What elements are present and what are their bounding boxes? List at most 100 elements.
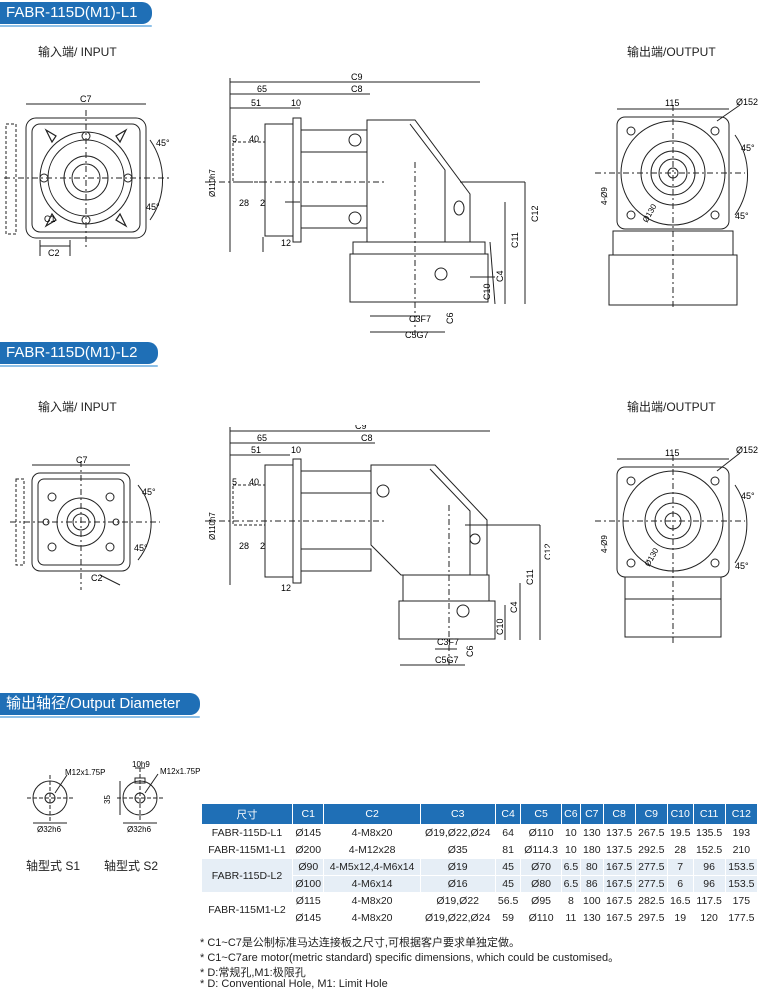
- table-cell: 6.5: [560, 875, 582, 893]
- dim-c7: C7: [80, 94, 92, 104]
- dim-12: 12: [281, 583, 291, 593]
- table-cell: 267.5: [634, 824, 668, 842]
- header-cell: C4: [494, 803, 522, 825]
- table-cell: Ø145: [291, 909, 325, 927]
- dim-c12: C12: [530, 205, 540, 222]
- table-cell: 153.5: [724, 858, 759, 876]
- table-cell: Ø19,Ø22: [419, 892, 496, 910]
- header-cell: C7: [580, 803, 604, 825]
- dim-10: 10: [291, 445, 301, 455]
- header-cell: 尺寸: [201, 803, 293, 825]
- table-cell: 292.5: [634, 841, 668, 859]
- dim-m12-s2: M12x1.75P: [160, 767, 200, 776]
- dim-c2: C2: [48, 248, 60, 258]
- dim-c11: C11: [510, 232, 520, 248]
- table-cell: 86: [580, 875, 604, 893]
- dim-c1: C1: [44, 214, 56, 224]
- header-cell: C11: [692, 803, 726, 825]
- dim-51: 51: [251, 445, 261, 455]
- dim-c5: C5G7: [435, 655, 459, 665]
- section-title-l2: FABR-115D(M1)-L2: [0, 342, 158, 367]
- dim-12: 12: [281, 238, 291, 248]
- input-label-l1: 输入端/ INPUT: [38, 45, 117, 59]
- table-cell: 130: [580, 824, 604, 842]
- table-cell: Ø80: [520, 875, 562, 893]
- table-cell: 137.5: [602, 824, 636, 842]
- angle-45: 45°: [735, 211, 749, 221]
- shaft-s2-drawing: 10h9 M12x1.75P 35 Ø32h6: [103, 760, 200, 834]
- table-cell: 96: [692, 858, 726, 876]
- table-cell: 19: [666, 909, 694, 927]
- table-cell: 8: [560, 892, 582, 910]
- table-cell: 80: [580, 858, 604, 876]
- table-cell: Ø16: [419, 875, 496, 893]
- shaft-s2-label: 轴型式 S2: [104, 859, 159, 873]
- dim-c7: C7: [76, 455, 88, 465]
- dim-2: 2: [260, 541, 265, 551]
- table-row: FABR-115D-L2 Ø90 4-M5x12,4-M6x14 Ø19 45 …: [201, 858, 759, 893]
- dim-4-9: 4-Ø9: [600, 535, 609, 553]
- dim-115: 115: [665, 98, 679, 108]
- dim-32-s1: Ø32h6: [37, 825, 62, 834]
- table-cell: Ø70: [520, 858, 562, 876]
- dim-c6: C6: [465, 645, 475, 657]
- table-cell: Ø19,Ø22,Ø24: [419, 824, 496, 842]
- shaft-s1-drawing: M12x1.75P Ø32h6: [27, 768, 105, 834]
- table-cell: 177.5: [724, 909, 759, 927]
- table-cell: 297.5: [634, 909, 668, 927]
- table-cell: Ø110: [520, 824, 562, 842]
- header-cell: C8: [602, 803, 636, 825]
- table-cell: 16.5: [666, 892, 694, 910]
- table-cell: Ø100: [291, 875, 325, 893]
- l1-input-drawing: C7 C2 C1 45° 45°: [4, 94, 170, 258]
- input-label-l2: 输入端/ INPUT: [38, 400, 117, 414]
- dim-c8: C8: [351, 84, 363, 94]
- dim-c6: C6: [445, 312, 455, 324]
- table-row: FABR-115M1-L2 Ø115 4-M8x20 Ø19,Ø22 56.5 …: [201, 892, 759, 927]
- note-line: * D:常规孔,M1:极限孔: [200, 967, 306, 979]
- table-cell: 277.5: [634, 875, 668, 893]
- l2-side-drawing: C9 C8 65 51 10 5 40 28 2 12 Ø110h7 C12 C…: [205, 425, 550, 666]
- header-cell: C9: [634, 803, 668, 825]
- table-cell: 167.5: [602, 892, 636, 910]
- table-cell: 45: [494, 875, 522, 893]
- dim-110: Ø110h7: [208, 169, 217, 197]
- table-cell: Ø19: [419, 858, 496, 876]
- header-cell: C10: [666, 803, 694, 825]
- dim-152: Ø152: [736, 97, 758, 107]
- section-title-l1: FABR-115D(M1)-L1: [0, 2, 152, 27]
- note-line: * D: Conventional Hole, M1: Limit Hole: [200, 978, 388, 990]
- spec-table: 尺寸 C1 C2 C3 C4 C5 C6 C7 C8 C9 C10 C11 C1…: [201, 803, 759, 927]
- angle-45: 45°: [134, 543, 148, 553]
- dim-10: 10: [291, 98, 301, 108]
- table-cell: 45: [494, 858, 522, 876]
- l1-output-drawing: 115 Ø152 4-Ø9 Ø130 45° 45°: [595, 97, 758, 310]
- table-cell: 81: [494, 841, 522, 859]
- table-cell: 28: [666, 841, 694, 859]
- dim-2: 2: [260, 198, 265, 208]
- table-cell: 4-M8x20: [323, 892, 421, 910]
- section-title-output-diameter: 输出轴径/Output Diameter: [0, 693, 200, 718]
- table-cell: 167.5: [602, 875, 636, 893]
- dim-10h9: 10h9: [132, 760, 150, 769]
- table-cell: 167.5: [602, 858, 636, 876]
- table-cell: 4-M5x12,4-M6x14: [323, 858, 421, 876]
- header-cell: C1: [291, 803, 325, 825]
- table-cell: 10: [560, 824, 582, 842]
- dim-40: 40: [249, 477, 259, 487]
- table-cell: 167.5: [602, 909, 636, 927]
- dim-65: 65: [257, 84, 267, 94]
- table-cell: Ø145: [291, 824, 325, 842]
- table-row: Ø100 4-M6x14 Ø16 45 Ø80 6.5 86 167.5 277…: [202, 875, 759, 893]
- angle-45: 45°: [156, 138, 170, 148]
- angle-45: 45°: [735, 561, 749, 571]
- table-cell: 135.5: [692, 824, 726, 842]
- dim-152: Ø152: [736, 445, 758, 455]
- table-cell: 4-M8x20: [323, 909, 421, 927]
- table-cell: FABR-115D-L2: [201, 858, 293, 893]
- header-cell: C2: [323, 803, 421, 825]
- dim-5: 5: [232, 477, 237, 487]
- dim-4-9: 4-Ø9: [600, 187, 609, 205]
- table-cell: Ø35: [419, 841, 496, 859]
- header-cell: C6: [560, 803, 582, 825]
